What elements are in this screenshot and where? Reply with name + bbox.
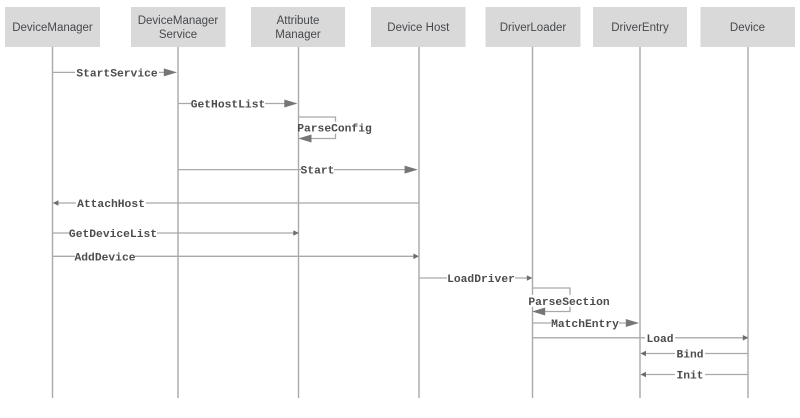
svg-text:ParseConfig: ParseConfig <box>297 124 372 136</box>
svg-text:MatchEntry: MatchEntry <box>551 319 619 331</box>
svg-text:Attribute: Attribute <box>277 15 320 27</box>
svg-text:DeviceManager: DeviceManager <box>138 15 219 27</box>
svg-text:Init: Init <box>676 371 703 383</box>
svg-text:Device Host: Device Host <box>387 22 450 34</box>
svg-text:Load: Load <box>646 334 673 346</box>
svg-text:Bind: Bind <box>676 350 703 362</box>
svg-text:Device: Device <box>730 22 765 34</box>
svg-text:LoadDriver: LoadDriver <box>447 274 515 286</box>
svg-text:DriverEntry: DriverEntry <box>611 22 669 34</box>
svg-text:Start: Start <box>301 166 335 178</box>
svg-text:DriverLoader: DriverLoader <box>500 22 567 34</box>
svg-text:Manager: Manager <box>275 29 321 41</box>
svg-text:AddDevice: AddDevice <box>74 252 135 264</box>
svg-text:StartService: StartService <box>76 68 158 80</box>
svg-text:ParseSection: ParseSection <box>528 297 610 309</box>
svg-text:GetHostList: GetHostList <box>191 100 266 112</box>
svg-text:GetDeviceList: GetDeviceList <box>69 229 157 241</box>
svg-text:Service: Service <box>159 29 197 41</box>
svg-text:DeviceManager: DeviceManager <box>12 22 93 34</box>
svg-text:AttachHost: AttachHost <box>77 199 145 211</box>
